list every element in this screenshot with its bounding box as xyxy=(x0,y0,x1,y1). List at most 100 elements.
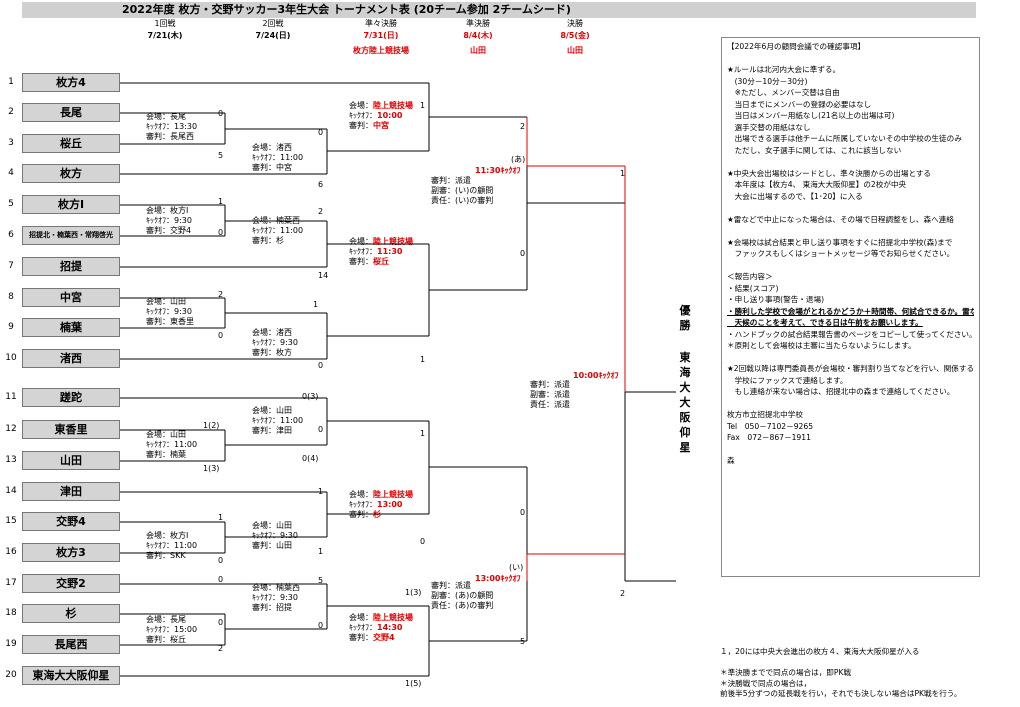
note-line: Tel 050－7102－9265 xyxy=(727,421,814,431)
note-line: ★雷などで中止になった場合は、その場で日程調整をし、森へ連絡 xyxy=(727,214,954,224)
note-line: (30分－10分－30分) xyxy=(727,76,808,86)
note-line: もし連絡が来ない場合は、招提北中の森まで連絡してください。 xyxy=(727,387,955,396)
kickoff-time: 11:30ｷｯｸｵﾌ xyxy=(475,166,521,175)
team-name: 津田 xyxy=(22,482,120,501)
score-label: 2 xyxy=(318,207,324,216)
team-name: 交野2 xyxy=(22,574,120,593)
match-info: 審判：派遣副審：派遣責任：派遣 xyxy=(530,380,570,410)
match-info-line: ｷｯｸｵﾌ：9:30 xyxy=(146,307,192,316)
team-seed-number: 6 xyxy=(8,230,14,240)
team-name: 蹉跎 xyxy=(22,388,120,407)
match-info-line: 審判：東香里 xyxy=(146,317,194,326)
score-label: 1(3) xyxy=(203,464,220,473)
footer-line: １，20には中央大会進出の枚方４、東海大大阪仰星が入る xyxy=(720,647,920,656)
match-info-key: ｷｯｸｵﾌ： xyxy=(349,111,377,120)
team-seed-number: 10 xyxy=(5,353,17,363)
score-label: 0(4) xyxy=(302,454,319,463)
note-line xyxy=(727,352,974,364)
match-info-line: 副審：(あ)の顧問 xyxy=(431,591,494,600)
match-info-line: 審判：中宮 xyxy=(252,163,292,172)
match-info-key: ｷｯｸｵﾌ： xyxy=(349,500,377,509)
match-info-line: 会場：楠葉西 xyxy=(252,583,300,592)
note-line: ファックスもしくはショートメッセージ等でお知らせください。 xyxy=(727,249,955,258)
team-seed-number: 9 xyxy=(8,322,14,332)
team-name: 楠葉 xyxy=(22,318,120,337)
score-label: 0 xyxy=(318,621,324,630)
team-name: 枚方4 xyxy=(22,73,120,92)
match-info-key: 審判： xyxy=(349,121,373,130)
score-label: 6 xyxy=(318,180,324,189)
note-line: 【2022年6月の顧問会議での確認事項】 xyxy=(727,42,866,51)
team-name: 中宮 xyxy=(22,288,120,307)
match-info-line: 審判：派遣 xyxy=(431,176,471,185)
note-line: 森 xyxy=(727,456,735,465)
match-info-line: 審判：枚方 xyxy=(252,348,292,357)
round-date: 7/31(日) xyxy=(363,31,399,40)
score-label: 1 xyxy=(218,197,224,206)
team-seed-number: 13 xyxy=(5,455,17,465)
round-date: 8/4(木) xyxy=(463,31,493,40)
page-title: 2022年度 枚方・交野サッカー3年生大会 トーナメント表 (20チーム参加 2… xyxy=(22,2,976,18)
kickoff-time: 13:00ｷｯｸｵﾌ xyxy=(475,574,521,583)
footer-notes: １，20には中央大会進出の枚方４、東海大大阪仰星が入る ＊準決勝までで同点の場合は… xyxy=(720,647,1015,700)
team-seed-number: 4 xyxy=(8,168,14,178)
match-info-value: 13:00 xyxy=(377,500,403,509)
match-info-value: 陸上競技場 xyxy=(373,237,413,246)
note-line: ＊原則として会場校は主審に当たらないようにします。 xyxy=(727,341,916,350)
round-venue: 山田 xyxy=(567,46,583,55)
note-line: 学校にファックスで連絡します。 xyxy=(727,375,848,385)
match-info-line: ｷｯｸｵﾌ：9:30 xyxy=(146,216,192,225)
match-info-line: ｷｯｸｵﾌ：11:30 xyxy=(349,247,413,257)
match-info-line: 会場：枚方Ⅰ xyxy=(146,206,189,215)
match-info-line: 審判：長尾西 xyxy=(146,132,194,141)
match-info-line: 会場：渚西 xyxy=(252,328,292,337)
match-info-value: 中宮 xyxy=(373,121,389,130)
match-info-line: 会場：山田 xyxy=(146,430,186,439)
note-line: 大会に出場するので、【1･20】に入る xyxy=(727,191,863,201)
score-label: 0 xyxy=(218,556,224,565)
note-line xyxy=(727,156,974,168)
match-info-line: ｷｯｸｵﾌ：9:30 xyxy=(252,593,298,602)
team-seed-number: 11 xyxy=(5,392,17,402)
match-info-line: 審判：派遣 xyxy=(431,581,471,590)
round-date: 8/5(金) xyxy=(560,31,590,40)
score-label: 0 xyxy=(520,249,526,258)
round-name: 準々決勝 xyxy=(365,19,397,28)
match-info-line: 責任：派遣 xyxy=(530,400,570,409)
note-line xyxy=(727,225,974,237)
match-info: 審判：派遣副審：(い)の顧問責任：(い)の審判 xyxy=(431,176,493,206)
note-line: ★ルールは北河内大会に準ずる。 xyxy=(727,65,841,74)
match-info-value: 11:30 xyxy=(377,247,403,256)
note-line: Fax 072－867－1911 xyxy=(727,433,811,442)
match-info-line: 会場：陸上競技場 xyxy=(349,237,413,247)
score-label: 1(3) xyxy=(405,588,422,597)
note-line: ＜報告内容＞ xyxy=(727,272,773,281)
team-name: 交野4 xyxy=(22,512,120,531)
match-info-key: 会場： xyxy=(349,490,373,499)
score-label: 2 xyxy=(520,122,526,131)
score-label: 0 xyxy=(218,331,224,340)
footer-line: ＊準決勝までで同点の場合は，即PK戦 xyxy=(720,668,852,677)
note-line: 天候のことを考えて、できる日は午前をお願いします。 xyxy=(727,318,923,327)
note-line: ・勝利した学校で会場がとれるかどうか＋時間帯、何試合できるか。雷など xyxy=(727,306,974,316)
footer-line: 前後半5分ずつの延長戦を行い，それでも決しない場合はPK戦を行う。 xyxy=(720,689,962,698)
team-name: 渚西 xyxy=(22,349,120,368)
team-name: 長尾 xyxy=(22,103,120,122)
match-info-key: ｷｯｸｵﾌ： xyxy=(349,623,377,632)
score-label: 1 xyxy=(318,547,324,556)
note-line: ・結果(スコア) xyxy=(727,283,779,293)
team-name: 東海大大阪仰星 xyxy=(22,666,120,685)
match-info-line: 副審：(い)の顧問 xyxy=(431,186,494,195)
match-info-line: ｷｯｸｵﾌ：11:00 xyxy=(252,153,304,162)
match-info-line: ｷｯｸｵﾌ：14:30 xyxy=(349,623,413,633)
match-info-line: ｷｯｸｵﾌ：11:00 xyxy=(146,541,198,550)
team-name: 桜丘 xyxy=(22,134,120,153)
match-info-line: 審判：津田 xyxy=(252,426,292,435)
